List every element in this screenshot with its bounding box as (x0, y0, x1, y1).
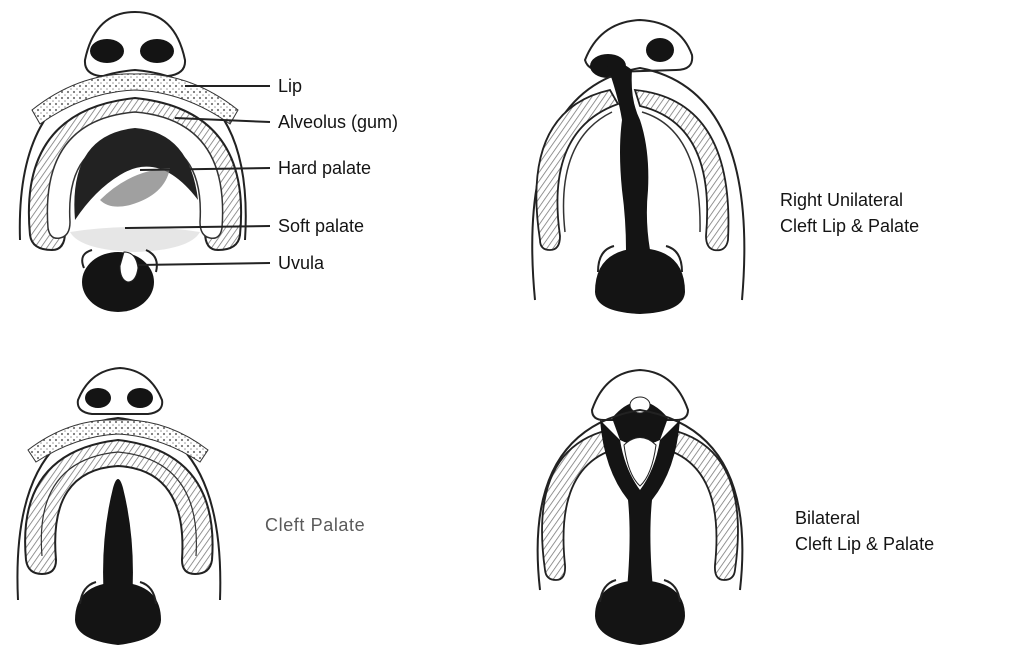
throat-opening (595, 248, 685, 314)
caption-cleft-palate-line1: Cleft Palate (265, 512, 365, 538)
right-nostril (140, 39, 174, 63)
right-unilateral-cleft-diagram (532, 20, 744, 314)
caption-right-unilateral: Right Unilateral Cleft Lip & Palate (780, 187, 919, 239)
left-nostril (85, 388, 111, 408)
label-hard-palate: Hard palate (278, 157, 371, 179)
label-lip: Lip (278, 75, 302, 97)
leader-soft-palate (125, 226, 270, 228)
left-nostril (90, 39, 124, 63)
soft-palate-region (70, 227, 200, 252)
cleft-gap (606, 62, 650, 250)
label-soft-palate: Soft palate (278, 215, 364, 237)
cleft-palate-diagram (17, 368, 220, 645)
right-nostril (127, 388, 153, 408)
caption-bilateral: Bilateral Cleft Lip & Palate (795, 505, 934, 557)
bilateral-cleft-diagram (538, 370, 743, 645)
caption-cleft-palate: Cleft Palate (265, 512, 365, 538)
cleft-gap (103, 479, 133, 600)
caption-right-unilateral-line2: Cleft Lip & Palate (780, 213, 919, 239)
caption-right-unilateral-line1: Right Unilateral (780, 187, 919, 213)
caption-bilateral-line2: Cleft Lip & Palate (795, 531, 934, 557)
normal-palate-diagram (20, 12, 270, 312)
gum-ridge-left (536, 90, 618, 250)
throat-opening (75, 582, 161, 645)
gum-ridge-right (668, 430, 738, 580)
throat-opening (595, 580, 685, 645)
gum-ridge-left (542, 430, 612, 580)
caption-bilateral-line1: Bilateral (795, 505, 934, 531)
throat-opening (82, 252, 154, 312)
label-alveolus: Alveolus (gum) (278, 111, 398, 133)
right-nostril (646, 38, 674, 62)
label-uvula: Uvula (278, 252, 324, 274)
